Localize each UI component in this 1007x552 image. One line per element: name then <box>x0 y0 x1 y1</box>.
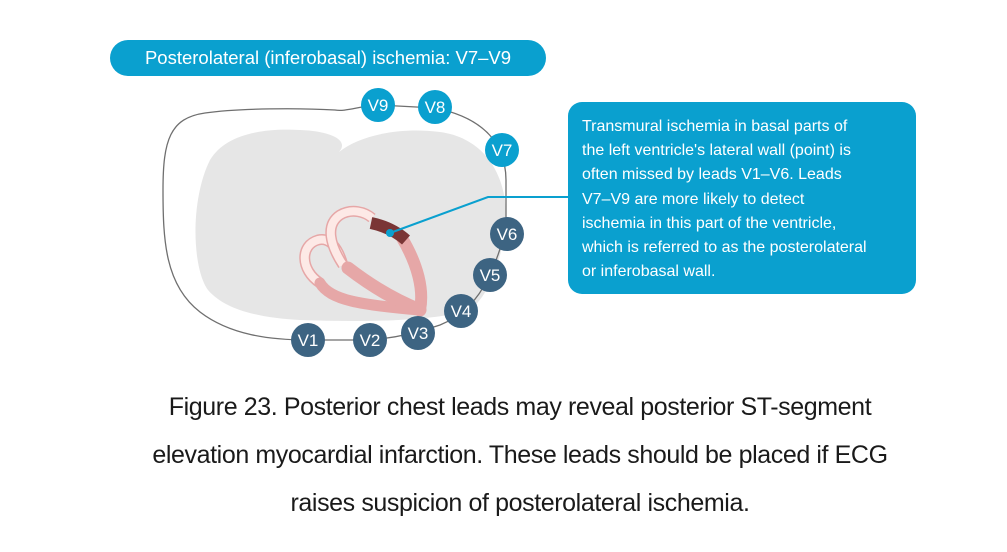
callout-leader-line <box>389 196 570 234</box>
septum <box>341 261 427 317</box>
left-atrium-fill <box>326 207 375 268</box>
ischemia-point-marker <box>386 229 394 237</box>
figure-caption: Figure 23. Posterior chest leads may rev… <box>60 383 980 527</box>
lead-label: V9 <box>368 96 389 115</box>
lead-label: V8 <box>425 98 446 117</box>
caption-line: Figure 23. Posterior chest leads may rev… <box>168 393 872 421</box>
lead-V4: V4 <box>444 294 478 328</box>
lead-V5: V5 <box>473 258 507 292</box>
callout-info-box: Transmural ischemia in basal parts of th… <box>568 102 916 294</box>
lead-V1: V1 <box>291 323 325 357</box>
heart-illustration <box>299 205 428 317</box>
caption-line: elevation myocardial infarction. These l… <box>152 441 888 469</box>
chest-cross-section-diagram: V9 V8 V7 V1 V2 V3 V4 V5 V6 <box>162 88 570 357</box>
lead-label: V4 <box>451 302 472 321</box>
lead-V9: V9 <box>361 88 395 122</box>
lead-label: V7 <box>492 141 513 160</box>
lead-label: V5 <box>480 266 501 285</box>
lead-label: V6 <box>497 225 518 244</box>
lead-V2: V2 <box>353 323 387 357</box>
lead-label: V2 <box>360 331 381 350</box>
lead-V8: V8 <box>418 90 452 124</box>
lead-V6: V6 <box>490 217 524 251</box>
title-banner: Posterolateral (inferobasal) ischemia: V… <box>110 40 546 76</box>
lead-label: V3 <box>408 324 429 343</box>
left-ventricle-wall <box>396 232 428 316</box>
thorax-inner-area <box>195 129 506 321</box>
caption-line: raises suspicion of posterolateral ische… <box>290 489 750 517</box>
lead-V3: V3 <box>401 316 435 350</box>
lead-label: V1 <box>298 331 319 350</box>
lead-V7: V7 <box>485 133 519 167</box>
